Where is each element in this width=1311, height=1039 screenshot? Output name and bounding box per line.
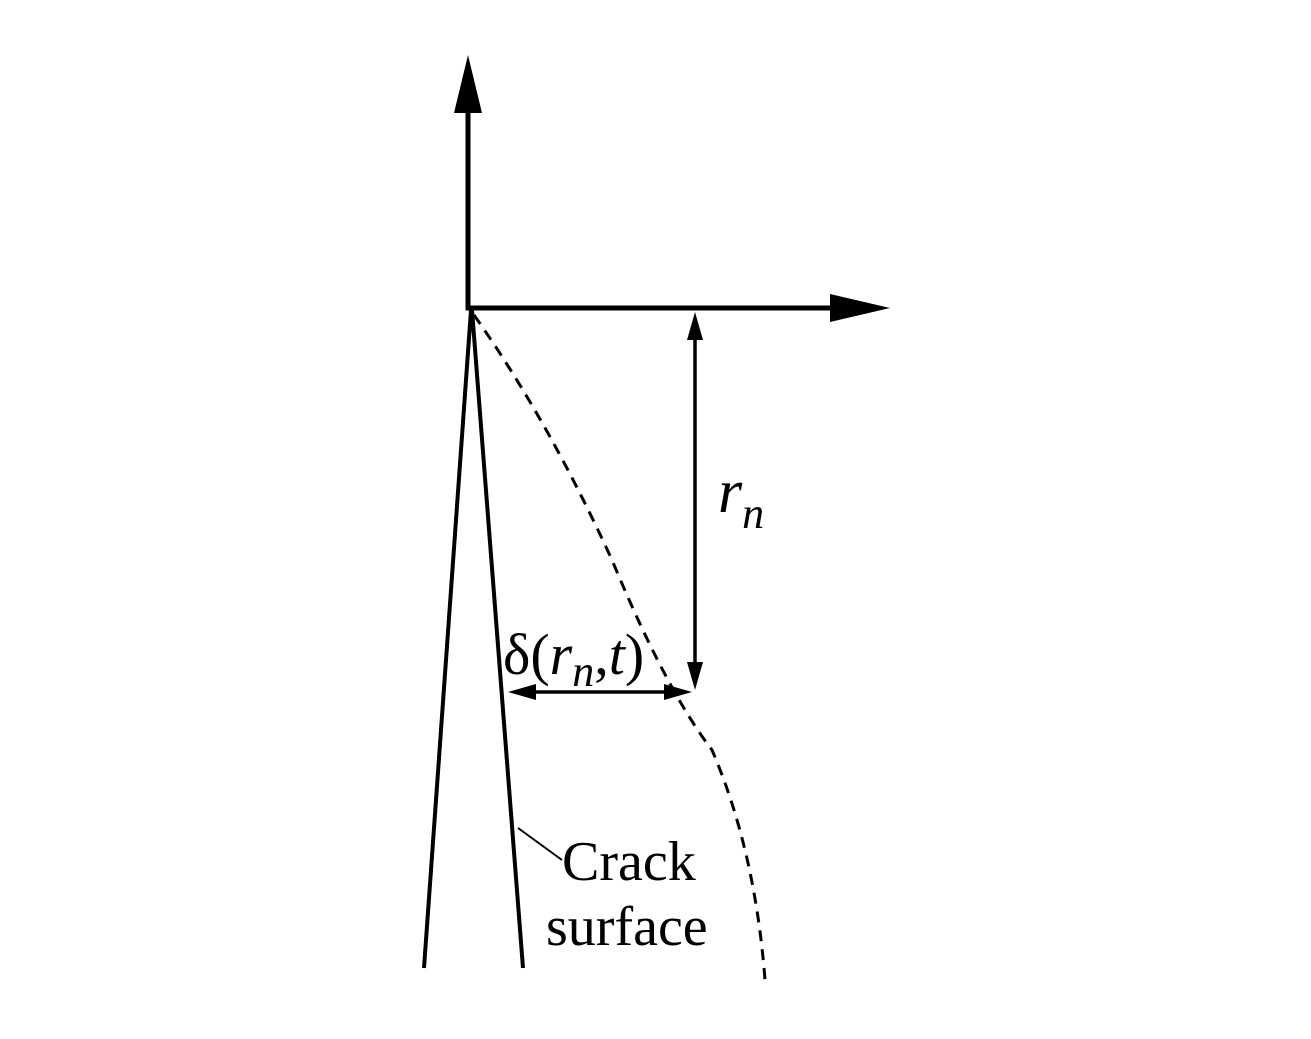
delta-comma: ,	[594, 622, 609, 687]
crack-flank-right	[470, 309, 525, 969]
delta-subscript: n	[572, 647, 594, 696]
delta-arrowhead-left	[508, 684, 536, 700]
vertical-axis-arrowhead	[454, 55, 482, 113]
rn-arrowhead-top	[687, 312, 703, 340]
crack-label-line2: surface	[546, 896, 708, 958]
rn-arrowhead-bottom	[687, 662, 703, 690]
delta-t: t	[609, 622, 627, 687]
dashed-boundary-curve	[472, 314, 767, 981]
crack-surface-leader	[517, 827, 563, 861]
crack-flank-left	[422, 309, 473, 969]
crack-label-line1: Crack	[562, 831, 696, 893]
delta-arrowhead-right	[664, 684, 692, 700]
delta-r: r	[550, 622, 573, 687]
rn-subscript: n	[742, 489, 764, 538]
delta-prefix: δ(	[503, 622, 550, 687]
horizontal-axis-arrowhead	[830, 294, 890, 322]
rn-symbol: r	[718, 458, 743, 526]
delta-suffix: )	[625, 622, 644, 687]
delta-label: δ(rn,t)	[503, 622, 644, 696]
rn-label: rn	[718, 458, 764, 538]
